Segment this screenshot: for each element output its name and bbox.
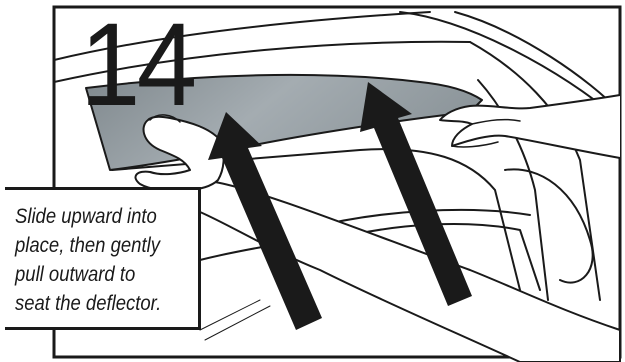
- caption-text: Slide upward into place, then gently pul…: [15, 202, 202, 318]
- caption-box: Slide upward into place, then gently pul…: [5, 187, 201, 330]
- step-number: 14: [80, 6, 193, 124]
